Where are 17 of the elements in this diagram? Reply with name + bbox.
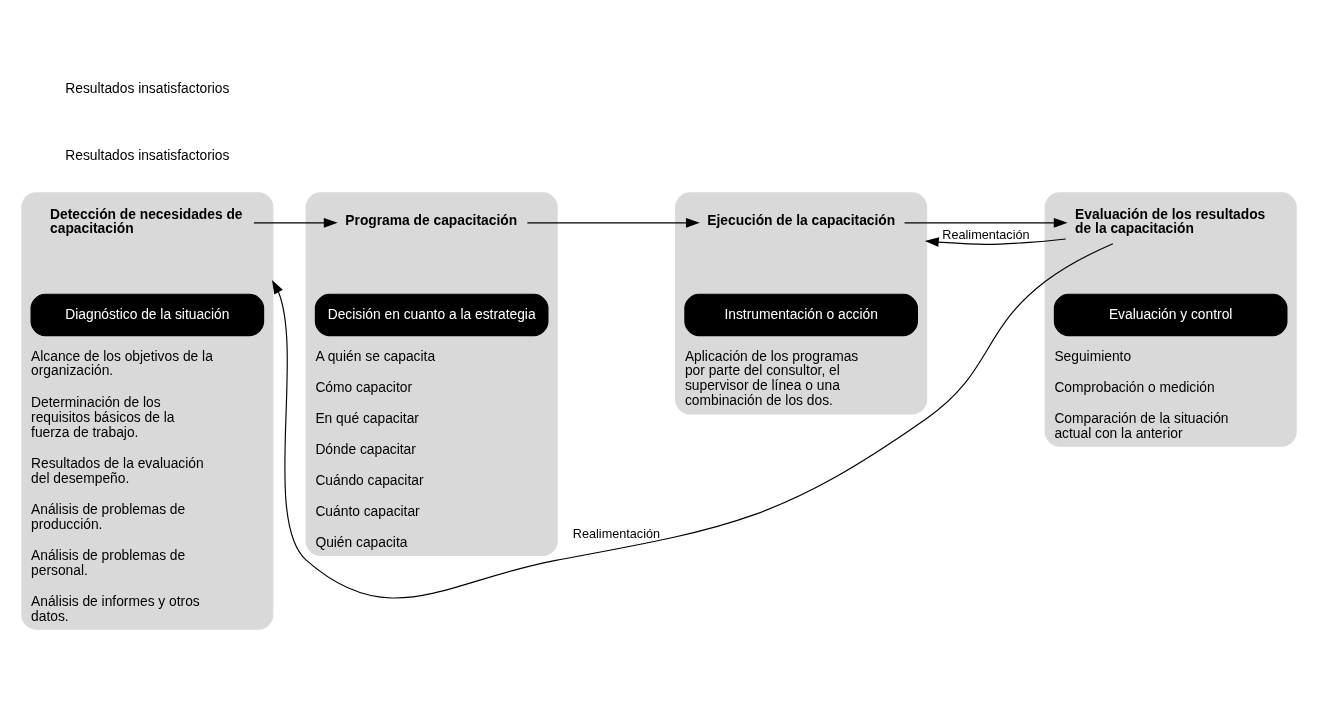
node-text: Evaluación de los resultados de la capacitación xyxy=(1075,205,1266,236)
arrow xyxy=(904,218,1068,228)
node-box: Diagnóstico de la situación xyxy=(30,293,265,337)
node-text: Ejecución de la capacitación xyxy=(707,212,896,229)
edge-label: Realimentación xyxy=(572,527,661,542)
arrow xyxy=(271,243,1114,599)
node-box: Decisión en cuanto a la estrategia xyxy=(314,293,549,337)
edge-label: Realimentación xyxy=(942,227,1030,242)
node-text: Programa de capacitación xyxy=(345,212,518,229)
node-box: Instrumentación o acción xyxy=(684,293,918,337)
arrow xyxy=(526,218,700,228)
node-box: Evaluación y control xyxy=(1053,293,1288,337)
arrow xyxy=(924,237,1067,247)
node-text: Detección de necesidades de capacitación xyxy=(50,205,243,236)
label: Resultados insatisfactorios xyxy=(65,146,230,163)
arrow xyxy=(253,218,338,228)
label: Resultados insatisfactorios xyxy=(65,79,230,96)
